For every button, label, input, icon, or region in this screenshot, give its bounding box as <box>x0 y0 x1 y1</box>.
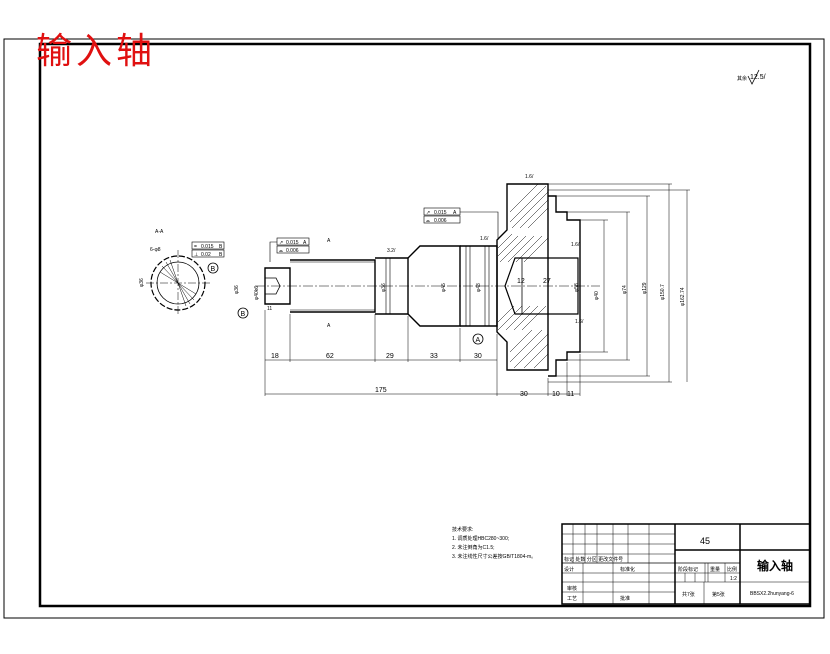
svg-text:1. 调质处理HBC280~300;: 1. 调质处理HBC280~300; <box>452 535 509 542</box>
svg-text:B: B <box>219 252 223 258</box>
roughness-symbol: 其余 12.5/ <box>737 69 766 85</box>
svg-text:批准: 批准 <box>620 595 630 602</box>
svg-text:标记 处数 分区 更改文件号: 标记 处数 分区 更改文件号 <box>564 556 623 563</box>
svg-text:=: = <box>194 244 197 250</box>
svg-text:3. 未注线性尺寸公差按GB/T1804-m。: 3. 未注线性尺寸公差按GB/T1804-m。 <box>452 553 536 560</box>
svg-text:标准化: 标准化 <box>620 566 635 573</box>
svg-text:1.6/: 1.6/ <box>571 242 580 248</box>
svg-text:φ45: φ45 <box>441 283 447 292</box>
svg-text:A: A <box>327 323 331 329</box>
svg-text:12.5/: 12.5/ <box>750 74 766 81</box>
svg-text:11: 11 <box>267 306 272 312</box>
svg-text:B: B <box>241 311 246 318</box>
svg-text:↗: ↗ <box>426 210 430 216</box>
horizontal-dimensions: 18 62 29 33 30 175 30 10 11 11 <box>264 306 581 398</box>
svg-text:62: 62 <box>326 353 334 360</box>
svg-text:1.6/: 1.6/ <box>575 319 584 325</box>
svg-text:工艺: 工艺 <box>567 596 577 602</box>
outer-border <box>3 38 825 619</box>
svg-text:φ48: φ48 <box>476 283 482 292</box>
svg-text:A-A: A-A <box>155 229 164 235</box>
section-view-a-a: A-A 6-φ8 φ36 = 0.015 B ⊥ 0.02 B B <box>139 229 225 316</box>
svg-text:⊥: ⊥ <box>194 252 198 258</box>
svg-text:⌓: ⌓ <box>426 218 430 224</box>
svg-text:重量: 重量 <box>710 566 720 573</box>
svg-text:0.02: 0.02 <box>201 252 211 258</box>
svg-text:φ40k6: φ40k6 <box>254 286 260 300</box>
gdt-frames: ↗ 0.015 A ⌓ 0.006 ↗ 0.015 A ⌓ 0.006 B A <box>237 207 499 345</box>
svg-text:0.006: 0.006 <box>286 248 299 254</box>
svg-text:φ129: φ129 <box>642 282 648 294</box>
svg-text:18: 18 <box>271 353 279 360</box>
title-block <box>561 523 811 605</box>
svg-text:阶段标记: 阶段标记 <box>678 566 698 573</box>
svg-text:27: 27 <box>543 278 551 285</box>
svg-text:30: 30 <box>474 353 482 360</box>
shaft-main-view <box>255 183 600 377</box>
svg-text:0.015: 0.015 <box>201 244 214 250</box>
svg-text:输入轴: 输入轴 <box>757 558 793 573</box>
svg-text:B: B <box>211 266 216 273</box>
svg-text:6-φ8: 6-φ8 <box>150 247 161 253</box>
svg-text:技术要求:: 技术要求: <box>452 526 473 533</box>
drawing-title: 输入轴 <box>36 31 157 72</box>
svg-text:BBSX2.2hunyang-6: BBSX2.2hunyang-6 <box>750 591 794 597</box>
inner-frame <box>38 42 812 608</box>
svg-text:45: 45 <box>700 536 710 546</box>
svg-text:B: B <box>219 244 223 250</box>
svg-text:φ58: φ58 <box>574 283 580 292</box>
svg-text:⌓: ⌓ <box>279 248 283 254</box>
svg-text:1.6/: 1.6/ <box>525 174 534 180</box>
svg-text:φ74: φ74 <box>622 285 628 294</box>
svg-text:A: A <box>453 210 457 216</box>
svg-text:φ150.7: φ150.7 <box>660 284 666 300</box>
flange-hatch <box>497 183 549 369</box>
svg-text:11: 11 <box>567 391 574 398</box>
svg-text:A: A <box>476 337 481 344</box>
svg-text:比例: 比例 <box>727 566 737 573</box>
svg-text:φ36: φ36 <box>381 283 387 292</box>
svg-text:φ36: φ36 <box>139 278 145 287</box>
svg-text:A: A <box>303 240 307 246</box>
svg-text:0.006: 0.006 <box>434 218 447 224</box>
vertical-dimension-lines <box>548 183 690 383</box>
svg-text:其余: 其余 <box>737 75 747 82</box>
svg-text:0.015: 0.015 <box>434 210 447 216</box>
svg-text:1.6/: 1.6/ <box>480 236 489 242</box>
svg-text:审核: 审核 <box>567 585 577 592</box>
svg-text:A: A <box>327 238 331 244</box>
technical-notes: 技术要求: 1. 调质处理HBC280~300; 2. 未注倒角为C1.5; 3… <box>452 526 536 560</box>
svg-text:↗: ↗ <box>279 240 283 246</box>
svg-text:共7张: 共7张 <box>682 591 695 598</box>
svg-text:φ40: φ40 <box>594 291 600 300</box>
svg-text:12: 12 <box>517 278 525 285</box>
shaft-annotations: φ40k6 φ36 φ45 φ48 φ58 φ40 φ74 φ129 φ150.… <box>234 174 686 329</box>
svg-text:φ162.74: φ162.74 <box>680 287 686 306</box>
svg-text:3.2/: 3.2/ <box>387 248 396 254</box>
svg-text:29: 29 <box>386 353 394 360</box>
title-block-text: 45 输入轴 BBSX2.2hunyang-6 标记 处数 分区 更改文件号 设… <box>564 536 794 602</box>
svg-text:2. 未注倒角为C1.5;: 2. 未注倒角为C1.5; <box>452 544 495 551</box>
svg-text:设计: 设计 <box>564 566 574 573</box>
svg-text:10: 10 <box>552 391 560 398</box>
svg-text:33: 33 <box>430 353 438 360</box>
svg-text:30: 30 <box>520 391 528 398</box>
svg-text:1:2: 1:2 <box>730 576 737 582</box>
svg-text:0.015: 0.015 <box>286 240 299 246</box>
svg-text:第5张: 第5张 <box>712 591 725 598</box>
svg-text:φ36: φ36 <box>234 285 240 294</box>
svg-text:175: 175 <box>375 387 387 394</box>
